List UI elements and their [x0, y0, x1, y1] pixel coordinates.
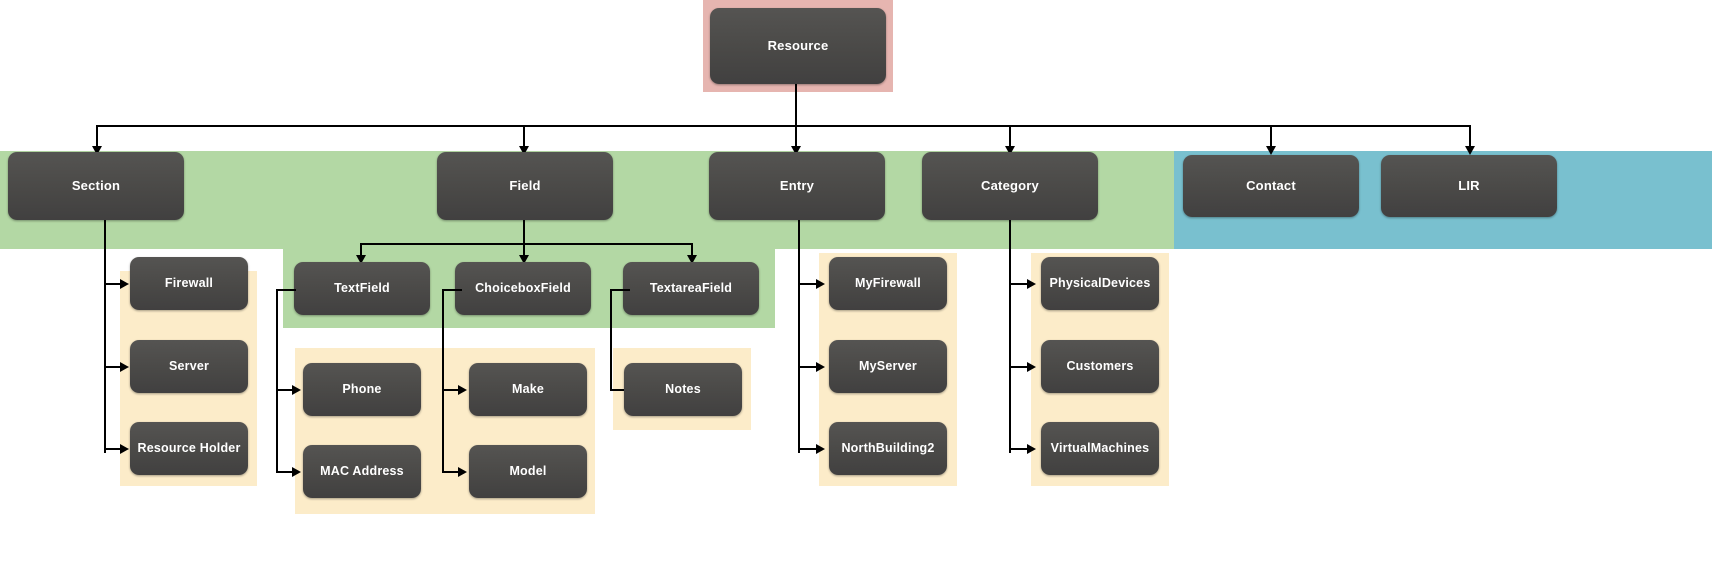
edge-section-to-server: [104, 366, 124, 368]
arrowhead-physicaldevices: [1027, 279, 1036, 289]
arrowhead-make: [458, 385, 467, 395]
node-make[interactable]: Make: [469, 363, 587, 416]
node-myfirewall[interactable]: MyFirewall: [829, 257, 947, 310]
arrowhead-model: [458, 467, 467, 477]
arrowhead-category: [1005, 146, 1015, 155]
edge-category-to-virtualmachines: [1009, 448, 1031, 450]
node-textareafield[interactable]: TextareaField: [623, 262, 759, 315]
arrowhead-choiceboxfield: [519, 255, 529, 264]
arrowhead-textareafield: [687, 255, 697, 264]
arrowhead-textfield: [356, 255, 366, 264]
edge-category-stem: [1009, 220, 1011, 453]
node-section[interactable]: Section: [8, 152, 184, 220]
node-phone[interactable]: Phone: [303, 363, 421, 416]
node-textfield[interactable]: TextField: [294, 262, 430, 315]
node-resource-holder[interactable]: Resource Holder: [130, 422, 248, 475]
node-customers[interactable]: Customers: [1041, 340, 1159, 393]
edge-textfield-out: [276, 289, 296, 291]
node-entry[interactable]: Entry: [709, 152, 885, 220]
node-notes[interactable]: Notes: [624, 363, 742, 416]
arrowhead-myserver: [816, 362, 825, 372]
edge-textfield-to-phone: [276, 389, 296, 391]
edge-field-bus: [360, 243, 693, 245]
edge-entry-to-northbuilding: [798, 448, 820, 450]
edge-drop-entry: [795, 125, 797, 152]
edge-section-to-firewall: [104, 283, 124, 285]
edge-drop-lir: [1469, 125, 1471, 152]
edge-textarea-stem: [610, 289, 612, 390]
node-field[interactable]: Field: [437, 152, 613, 220]
arrowhead-field: [519, 146, 529, 155]
node-resource[interactable]: Resource: [710, 8, 886, 84]
edge-drop-section: [96, 125, 98, 152]
node-firewall[interactable]: Firewall: [130, 257, 248, 310]
edge-textfield-stem: [276, 289, 278, 472]
edge-textfield-to-mac: [276, 471, 296, 473]
node-myserver[interactable]: MyServer: [829, 340, 947, 393]
edge-choicebox-to-model: [442, 471, 462, 473]
edge-category-to-customers: [1009, 366, 1031, 368]
edge-entry-to-myserver: [798, 366, 820, 368]
arrowhead-section: [92, 146, 102, 155]
edge-level1-bus: [96, 125, 1471, 127]
arrowhead-resource-holder: [120, 444, 129, 454]
node-contact[interactable]: Contact: [1183, 155, 1359, 217]
edge-root-trunk: [795, 84, 797, 126]
edge-drop-textfield: [360, 243, 362, 261]
edge-choicebox-stem: [442, 289, 444, 472]
arrowhead-entry: [791, 146, 801, 155]
node-model[interactable]: Model: [469, 445, 587, 498]
edge-entry-to-myfirewall: [798, 283, 820, 285]
edge-drop-contact: [1270, 125, 1272, 152]
arrowhead-virtualmachines: [1027, 444, 1036, 454]
edge-drop-field: [523, 125, 525, 152]
arrowhead-customers: [1027, 362, 1036, 372]
arrowhead-myfirewall: [816, 279, 825, 289]
node-virtualmachines[interactable]: VirtualMachines: [1041, 422, 1159, 475]
arrowhead-firewall: [120, 279, 129, 289]
arrowhead-lir: [1465, 146, 1475, 155]
node-mac-address[interactable]: MAC Address: [303, 445, 421, 498]
edge-drop-category: [1009, 125, 1011, 152]
node-northbuilding2[interactable]: NorthBuilding2: [829, 422, 947, 475]
node-server[interactable]: Server: [130, 340, 248, 393]
node-choiceboxfield[interactable]: ChoiceboxField: [455, 262, 591, 315]
arrowhead-server: [120, 362, 129, 372]
node-category[interactable]: Category: [922, 152, 1098, 220]
arrowhead-contact: [1266, 146, 1276, 155]
edge-drop-choiceboxfield: [523, 243, 525, 261]
edge-section-to-holder: [104, 448, 124, 450]
edge-textarea-to-notes: [610, 389, 630, 391]
edge-choicebox-out: [442, 289, 462, 291]
arrowhead-phone: [292, 385, 301, 395]
arrowhead-mac-address: [292, 467, 301, 477]
edge-section-stem: [104, 220, 106, 453]
node-physicaldevices[interactable]: PhysicalDevices: [1041, 257, 1159, 310]
node-lir[interactable]: LIR: [1381, 155, 1557, 217]
edge-field-stem: [523, 220, 525, 244]
edge-textarea-out: [610, 289, 630, 291]
edge-category-to-physicaldevices: [1009, 283, 1031, 285]
edge-choicebox-to-make: [442, 389, 462, 391]
edge-entry-stem: [798, 220, 800, 453]
edge-drop-textareafield: [691, 243, 693, 261]
arrowhead-northbuilding2: [816, 444, 825, 454]
